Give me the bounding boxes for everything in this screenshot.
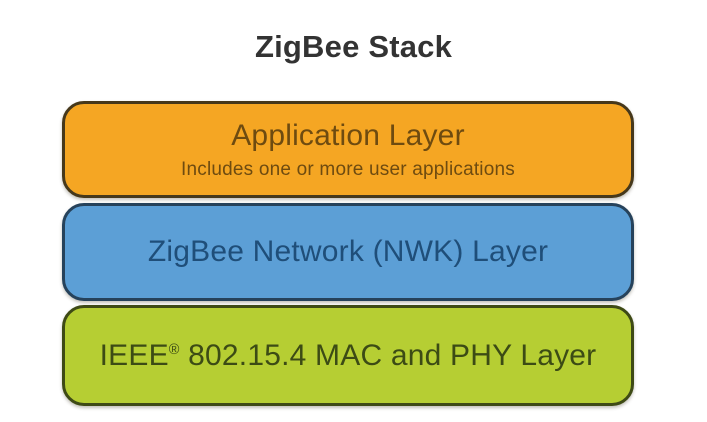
layer-label-application: Application Layer — [231, 119, 465, 152]
layer-box-network: ZigBee Network (NWK) Layer — [62, 203, 634, 301]
layer-label-network: ZigBee Network (NWK) Layer — [147, 235, 549, 268]
layer-box-mac-phy: IEEE® 802.15.4 MAC and PHY Layer — [62, 305, 634, 406]
ieee-brand-text: IEEE — [99, 338, 169, 372]
layer-sublabel-application: Includes one or more user applications — [181, 159, 515, 180]
mac-phy-text: 802.15.4 MAC and PHY Layer — [188, 338, 597, 372]
layer-box-application: Application Layer Includes one or more u… — [62, 101, 634, 198]
layer-label-mac-phy: IEEE® 802.15.4 MAC and PHY Layer — [100, 337, 597, 375]
diagram-title: ZigBee Stack — [254, 29, 453, 64]
registered-trademark-symbol: ® — [168, 341, 180, 358]
